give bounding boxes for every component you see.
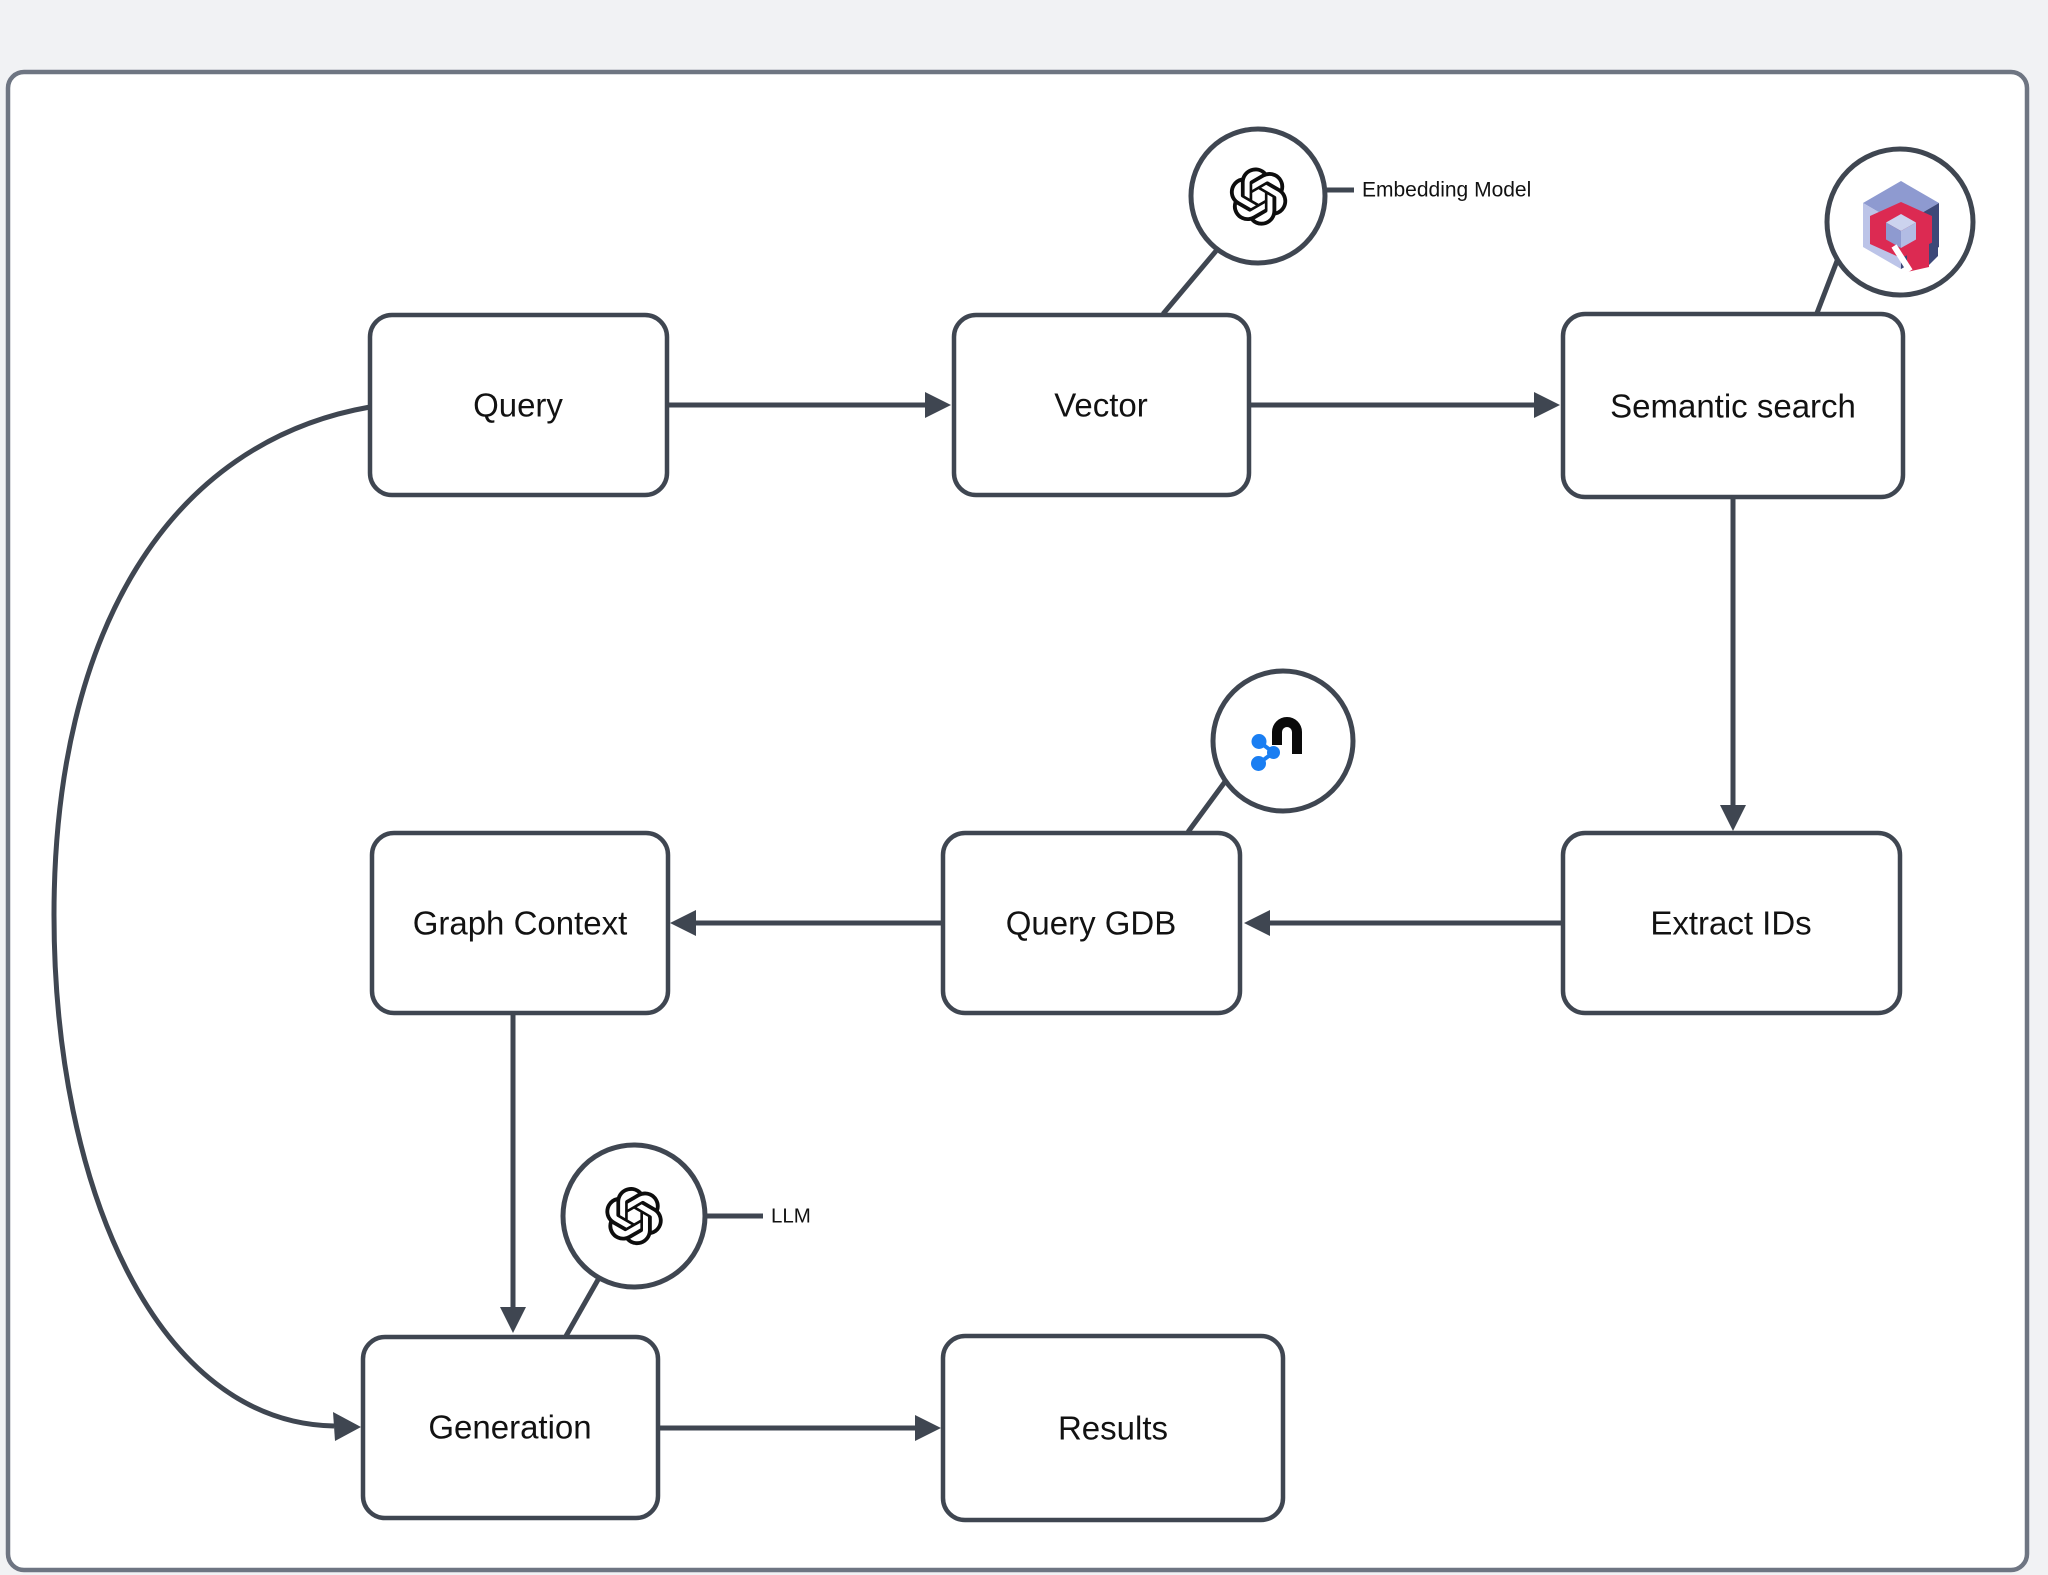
arrowhead (1244, 910, 1270, 936)
llm-label: LLM (771, 1205, 811, 1228)
arrowhead (1720, 805, 1746, 831)
edge-vector-semantic-search (1249, 392, 1560, 418)
edge-generation-results (658, 1415, 941, 1441)
node-generation-label: Generation (428, 1409, 591, 1446)
node-graph-context-label: Graph Context (413, 905, 628, 942)
node-query-label: Query (473, 387, 563, 424)
node-vector-label: Vector (1054, 387, 1148, 424)
connector-llm-generation (563, 1276, 602, 1338)
node-query-gdb-label: Query GDB (1006, 905, 1177, 942)
edge-semantic-search-extract-ids (1720, 497, 1746, 831)
node-results-label: Results (1058, 1410, 1168, 1447)
edge-query-vector (667, 392, 951, 418)
arrowhead (1534, 392, 1560, 418)
arrowhead (333, 1412, 361, 1441)
neo4j-badge[interactable] (1210, 668, 1356, 814)
arrowhead (670, 910, 696, 936)
edge-query-gdb-graph-context (670, 910, 943, 936)
connector-neo4j-query-gdb (1185, 777, 1230, 834)
node-query-gdb[interactable]: Query GDB (940, 830, 1243, 1016)
arrowhead (500, 1307, 526, 1333)
qdrant-icon (1863, 181, 1939, 273)
connector-embedding-vector (1161, 249, 1218, 316)
openai-icon (605, 1187, 663, 1246)
arrowhead (915, 1415, 941, 1441)
edge-extract-ids-query-gdb (1244, 910, 1563, 936)
neo4j-icon (1251, 717, 1302, 771)
node-query[interactable]: Query (367, 312, 670, 498)
node-extract-ids-label: Extract IDs (1650, 905, 1811, 942)
node-semantic-search-label: Semantic search (1610, 388, 1856, 425)
node-vector[interactable]: Vector (951, 312, 1252, 498)
edge-graph-context-generation (500, 1013, 526, 1333)
edge-query-generation-curve (51, 404, 371, 1441)
node-results[interactable]: Results (940, 1333, 1286, 1523)
qdrant-badge[interactable] (1824, 146, 1976, 298)
arrowhead (925, 392, 951, 418)
embedding-model-badge[interactable] (1188, 126, 1328, 266)
node-semantic-search[interactable]: Semantic search (1560, 311, 1906, 500)
node-generation[interactable]: Generation (360, 1334, 661, 1521)
openai-icon (1229, 167, 1288, 226)
node-graph-context[interactable]: Graph Context (369, 830, 671, 1016)
embedding-model-label: Embedding Model (1362, 179, 1531, 202)
llm-badge[interactable] (560, 1142, 708, 1290)
node-extract-ids[interactable]: Extract IDs (1560, 830, 1903, 1016)
